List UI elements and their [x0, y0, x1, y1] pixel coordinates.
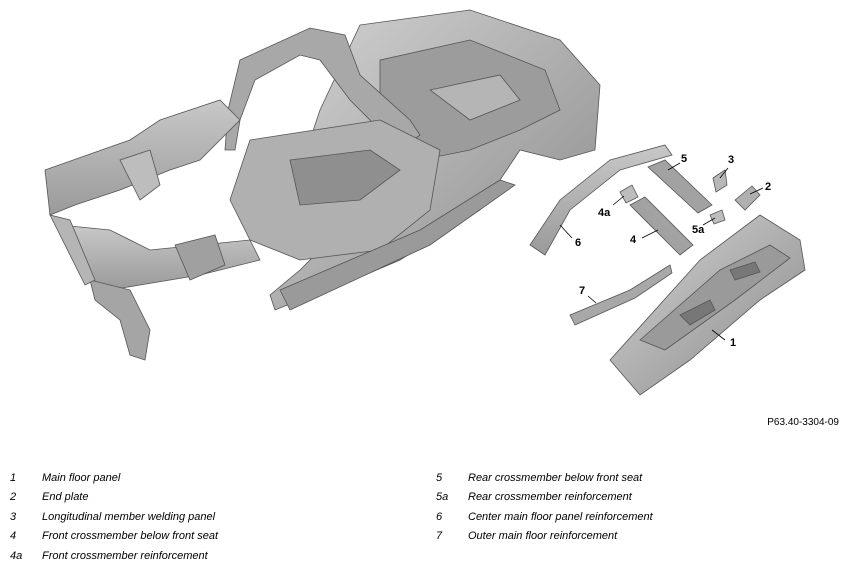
legend-text: Center main floor panel reinforcement	[468, 510, 653, 523]
legend-item: 5 Rear crossmember below front seat	[436, 468, 653, 488]
legend-number: 5a	[436, 491, 449, 504]
callout-6: 6	[575, 237, 581, 249]
legend-item: 4a Front crossmember reinforcement	[10, 546, 218, 566]
legend-item: 1 Main floor panel	[10, 468, 218, 488]
loose-parts	[529, 144, 806, 396]
legend-number: 1	[10, 471, 17, 484]
leader-lines	[559, 162, 764, 341]
legend-number: 6	[436, 510, 443, 523]
legend-text: End plate	[42, 491, 89, 504]
body-structure-diagram: 1 2 3 4 4a 5 5a 6 7	[44, 9, 806, 396]
legend-text: Outer main floor reinforcement	[468, 530, 618, 543]
body-shell-illustration	[44, 9, 601, 361]
legend-number: 7	[436, 530, 443, 543]
end-plate-shape	[734, 185, 761, 211]
callout-4: 4	[630, 234, 637, 246]
legend-item: 7 Outer main floor reinforcement	[436, 527, 653, 547]
legend-text: Front crossmember below front seat	[42, 530, 219, 543]
legend-left: 1 Main floor panel 2 End plate 3 Longitudin…	[10, 468, 218, 566]
legend-text: Rear crossmember below front seat	[468, 471, 643, 484]
callout-7: 7	[579, 285, 585, 297]
legend-item: 5a Rear crossmember reinforcement	[436, 488, 653, 508]
longitudinal-welding-panel-shape	[712, 169, 728, 193]
callout-5: 5	[681, 153, 687, 165]
legend-number: 3	[10, 510, 17, 523]
legend-item: 2 End plate	[10, 488, 218, 508]
legend-number: 4	[10, 530, 17, 543]
legend-item: 6 Center main floor panel reinforcement	[436, 507, 653, 527]
legend-number: 2	[10, 491, 17, 504]
callout-3: 3	[728, 154, 734, 166]
legend-text: Longitudinal member welding panel	[42, 510, 216, 523]
rear-crossmember-reinforcement-shape	[709, 209, 726, 225]
callout-labels: 1 2 3 4 4a 5 5a 6 7	[575, 153, 771, 349]
reference-code: P63.40-3304-09	[767, 417, 839, 428]
legend-item: 4 Front crossmember below front seat	[10, 527, 218, 547]
callout-2: 2	[765, 181, 771, 193]
legend-number: 5	[436, 471, 443, 484]
rear-crossmember-shape	[647, 159, 713, 214]
front-crossmember-reinforcement-shape	[619, 184, 639, 204]
callout-4a: 4a	[598, 207, 611, 219]
legend-text: Rear crossmember reinforcement	[468, 491, 632, 504]
callout-1: 1	[730, 337, 736, 349]
legend-text: Front crossmember reinforcement	[42, 549, 208, 562]
front-crossmember-shape	[629, 196, 694, 256]
legend-text: Main floor panel	[42, 471, 121, 484]
callout-5a: 5a	[692, 224, 705, 236]
legend-number: 4a	[10, 549, 23, 562]
center-floor-reinforcement-shape	[529, 144, 673, 256]
legend-item: 3 Longitudinal member welding panel	[10, 507, 218, 527]
legend-right: 5 Rear crossmember below front seat 5a Rea…	[436, 468, 653, 546]
outer-floor-reinforcement-shape	[569, 264, 673, 326]
